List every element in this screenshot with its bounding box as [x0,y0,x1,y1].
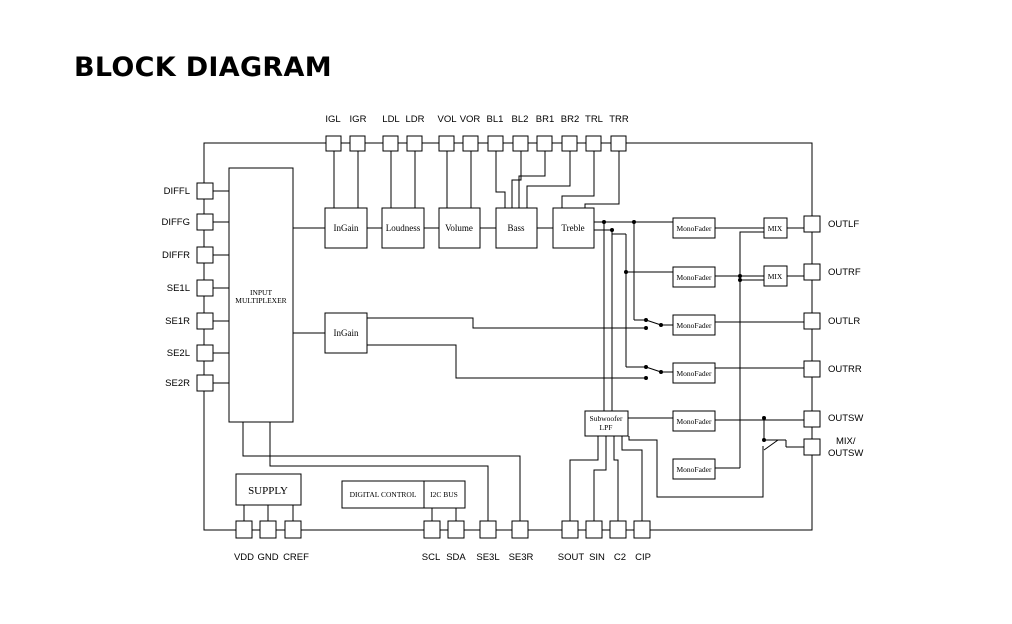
monofader-4-label: MonoFader [677,369,712,378]
bass-block: Bass [495,207,538,249]
right-pads [803,215,821,456]
i2c-bus-label: I2C BUS [430,490,458,499]
left-pin-labels: DIFFL DIFFG DIFFR SE1L SE1R SE2L SE2R [162,186,191,389]
subwoofer-label-2: LPF [600,423,613,432]
bass-label: Bass [507,223,525,233]
pin-label-outlf: OUTLF [828,219,859,230]
pin-label-gnd: GND [257,552,278,563]
ingain-block-1: InGain [324,207,368,249]
pin-label-mix: MIX/ [836,436,856,447]
pin-label-sout: SOUT [558,552,585,563]
pin-label-se2r: SE2R [165,378,190,389]
bottom-pads [235,520,651,539]
loudness-block: Loudness [381,207,425,249]
pin-label-vdd: VDD [234,552,254,563]
supply-block: SUPPLY [235,473,302,506]
pin-label-trl: TRL [585,114,603,125]
treble-block: Treble [552,207,595,249]
top-pads [325,135,627,152]
mix-blocks: MIX MIX [763,217,788,287]
pin-label-br2: BR2 [561,114,579,125]
volume-block: Volume [438,207,481,249]
input-multiplexer: INPUT MULTIPLEXER [228,167,294,423]
pin-label-outsw: OUTSW [828,413,863,424]
pin-label-diffr: DIFFR [162,250,190,261]
pin-label-diffl: DIFFL [164,186,190,197]
pin-label-outrf: OUTRF [828,267,861,278]
volume-label: Volume [445,223,473,233]
supply-label: SUPPLY [248,485,288,497]
mux-label-2: MULTIPLEXER [235,296,286,305]
pin-label-sda: SDA [446,552,466,563]
monofader-blocks: MonoFader MonoFader MonoFader MonoFader … [672,217,716,480]
pin-label-outlr: OUTLR [828,316,860,327]
pin-label-mix-outsw: OUTSW [828,448,863,459]
treble-label: Treble [561,223,584,233]
pin-label-outrr: OUTRR [828,364,862,375]
digital-control-block: DIGITAL CONTROL I2C BUS [341,480,466,509]
mix-2-label: MIX [768,272,783,281]
pin-label-ldl: LDL [382,114,399,125]
pin-label-se1r: SE1R [165,316,190,327]
pin-label-vol: VOL [437,114,456,125]
left-pads [196,182,214,392]
ingain-1-label: InGain [334,223,359,233]
mux-label-1: INPUT [250,288,273,297]
pin-label-bl2: BL2 [512,114,529,125]
monofader-6-label: MonoFader [677,465,712,474]
mix-1-label: MIX [768,224,783,233]
pin-label-ldr: LDR [405,114,424,125]
pin-label-cip: CIP [635,552,651,563]
monofader-2-label: MonoFader [677,273,712,282]
digital-control-label: DIGITAL CONTROL [350,490,417,499]
top-pin-labels: IGL IGR LDL LDR VOL VOR BL1 BL2 BR1 BR2 … [325,114,629,125]
bottom-pin-labels: VDD GND CREF SCL SDA SE3L SE3R SOUT SIN … [234,552,651,563]
pin-label-scl: SCL [422,552,440,563]
pin-label-sin: SIN [589,552,605,563]
pin-label-trr: TRR [609,114,629,125]
pin-label-se1l: SE1L [167,283,190,294]
pin-label-igr: IGR [350,114,367,125]
monofader-3-label: MonoFader [677,321,712,330]
pin-label-se3l: SE3L [476,552,499,563]
pin-label-cref: CREF [283,552,309,563]
pin-label-se3r: SE3R [509,552,534,563]
wires [213,151,804,521]
loudness-label: Loudness [386,223,421,233]
pin-label-c2: C2 [614,552,626,563]
pin-label-diffg: DIFFG [162,217,191,228]
subwoofer-label-1: Subwoofer [590,414,623,423]
pin-label-br1: BR1 [536,114,554,125]
monofader-5-label: MonoFader [677,417,712,426]
pin-label-vor: VOR [460,114,481,125]
junction-dots [602,220,766,442]
pin-label-bl1: BL1 [487,114,504,125]
ingain-2-label: InGain [334,328,359,338]
chip-outline [203,142,813,531]
pin-label-se2l: SE2L [167,348,190,359]
subwoofer-lpf-block: Subwoofer LPF [584,410,629,437]
page-title: BLOCK DIAGRAM [74,52,332,83]
right-pin-labels: OUTLF OUTRF OUTLR OUTRR OUTSW MIX/ OUTSW [828,219,863,459]
monofader-1-label: MonoFader [677,224,712,233]
ingain-block-2: InGain [324,312,368,354]
pin-label-igl: IGL [325,114,340,125]
